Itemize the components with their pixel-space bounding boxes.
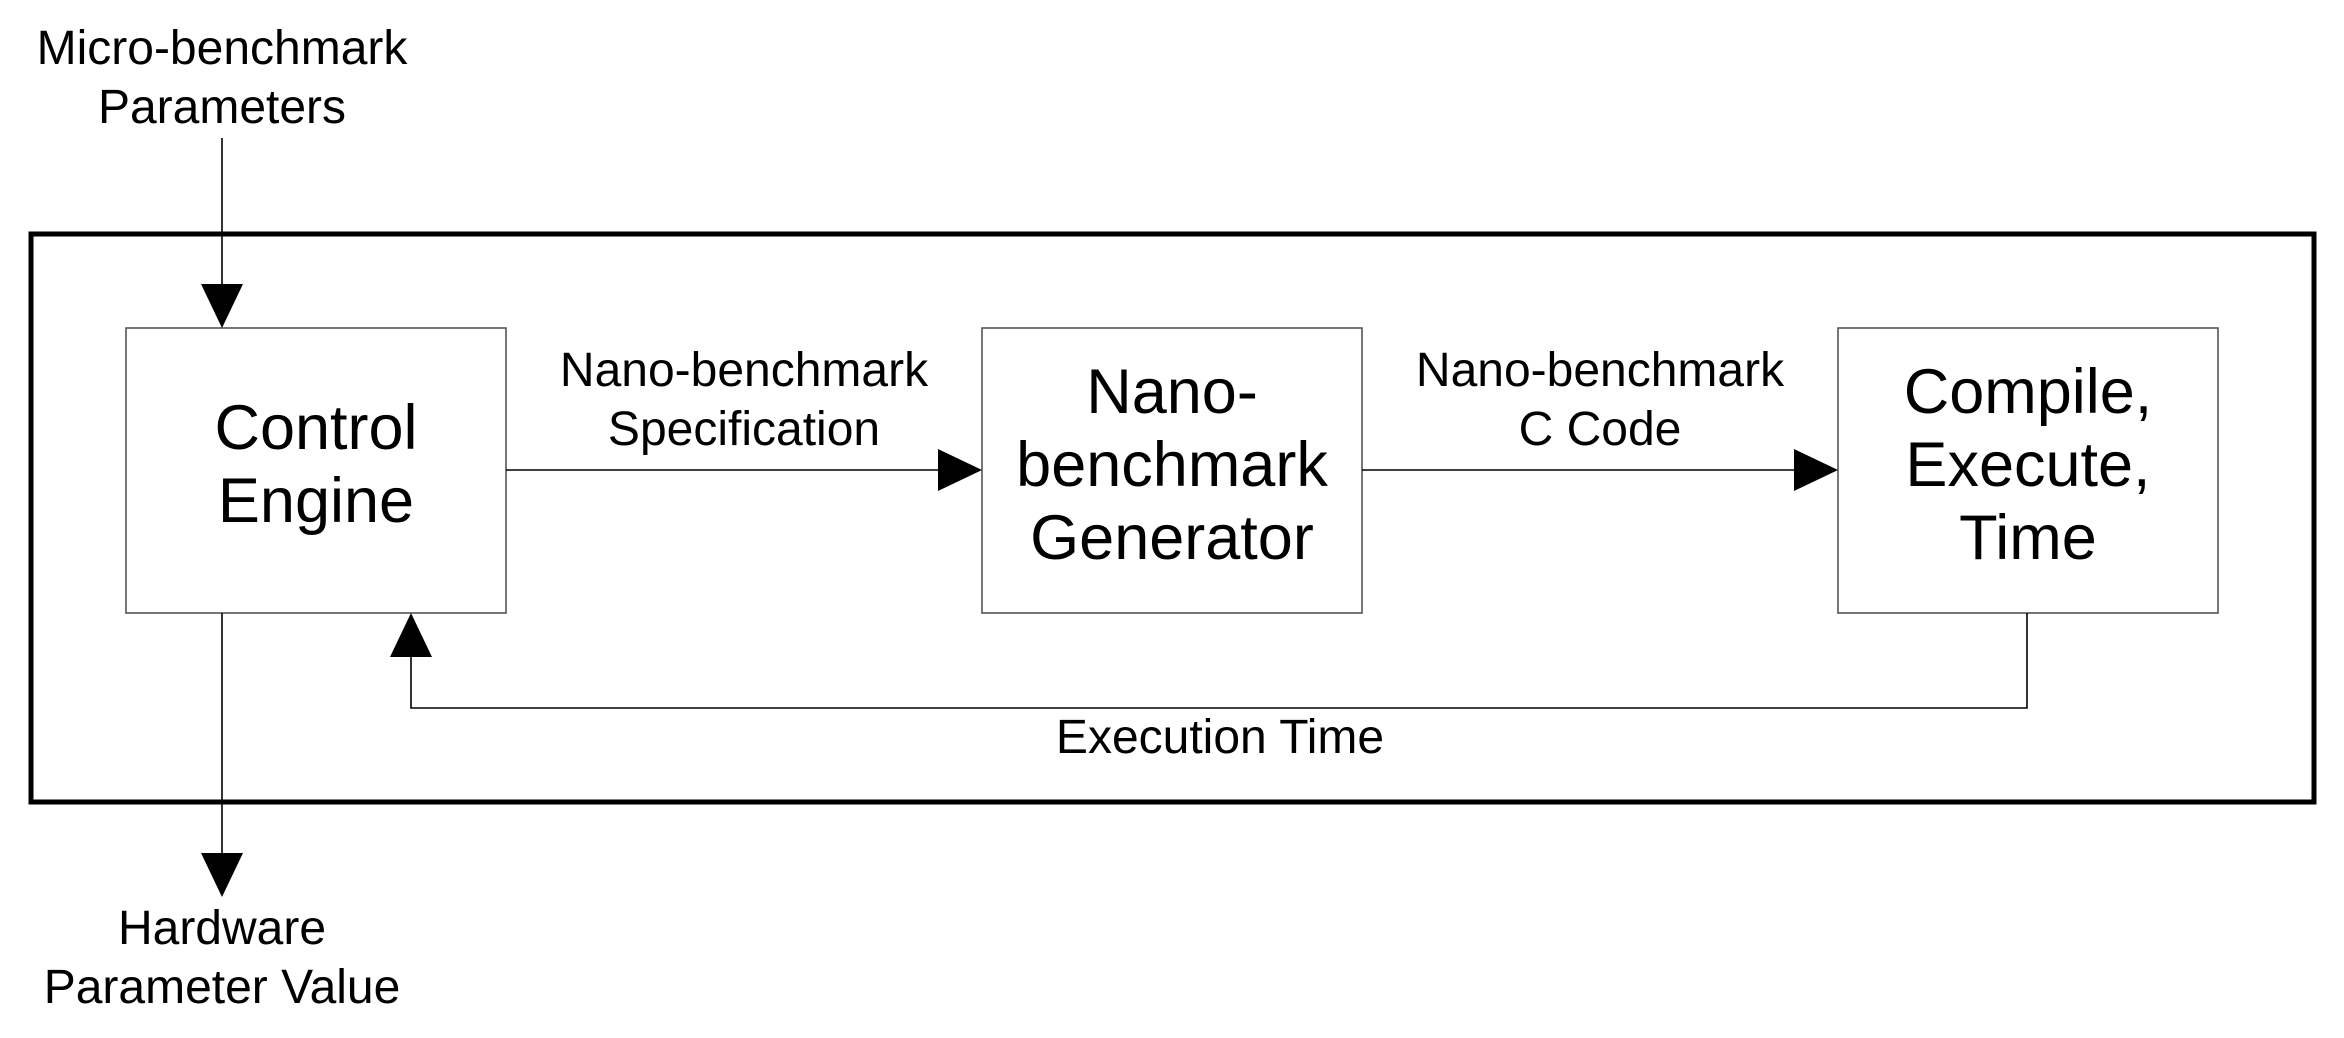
specification-line-1: Nano-benchmark (559, 344, 929, 397)
execution-time-text: Execution Time (1055, 711, 1385, 764)
generator-line-1: Nano- (1086, 357, 1258, 427)
input-label: Micro-benchmark Parameters (22, 20, 422, 137)
control-engine-line-1: Control (214, 393, 418, 463)
code-arrow-head (1794, 449, 1838, 491)
generator-line-2: benchmark (1016, 430, 1328, 501)
specification-line-2: Specification (607, 402, 881, 456)
c-code-edge-label: Nano-benchmark C Code (1380, 342, 1820, 459)
execute-line-1: Compile, (1903, 357, 2153, 427)
output-label-line-2: Parameter Value (43, 960, 401, 1014)
c-code-line-2: C Code (1518, 402, 1682, 456)
spec-arrow-head (938, 449, 982, 491)
execute-line-2: Execute, (1905, 430, 2151, 501)
feedback-arrow-line (410, 613, 2028, 709)
execute-box (1837, 327, 2219, 614)
execute-label: Compile, Execute, Time (1838, 356, 2218, 575)
control-engine-box (125, 327, 507, 614)
generator-box (981, 327, 1363, 614)
execute-line-3: Time (1959, 503, 2097, 574)
output-arrow-head (201, 853, 243, 897)
specification-edge-label: Nano-benchmark Specification (524, 342, 964, 459)
generator-label: Nano- benchmark Generator (982, 356, 1362, 575)
control-engine-line-2: Engine (217, 466, 415, 537)
output-label: Hardware Parameter Value (22, 900, 422, 1017)
c-code-line-1: Nano-benchmark (1415, 344, 1785, 397)
feedback-arrow-head (390, 613, 432, 657)
input-arrow-head (201, 284, 243, 328)
input-label-line-1: Micro-benchmark (36, 22, 408, 75)
execution-time-edge-label: Execution Time (1020, 709, 1420, 768)
control-engine-label: Control Engine (126, 392, 506, 538)
system-frame (28, 231, 2317, 805)
input-label-line-2: Parameters (97, 80, 347, 134)
generator-line-3: Generator (1030, 503, 1314, 574)
output-label-line-1: Hardware (117, 902, 327, 955)
